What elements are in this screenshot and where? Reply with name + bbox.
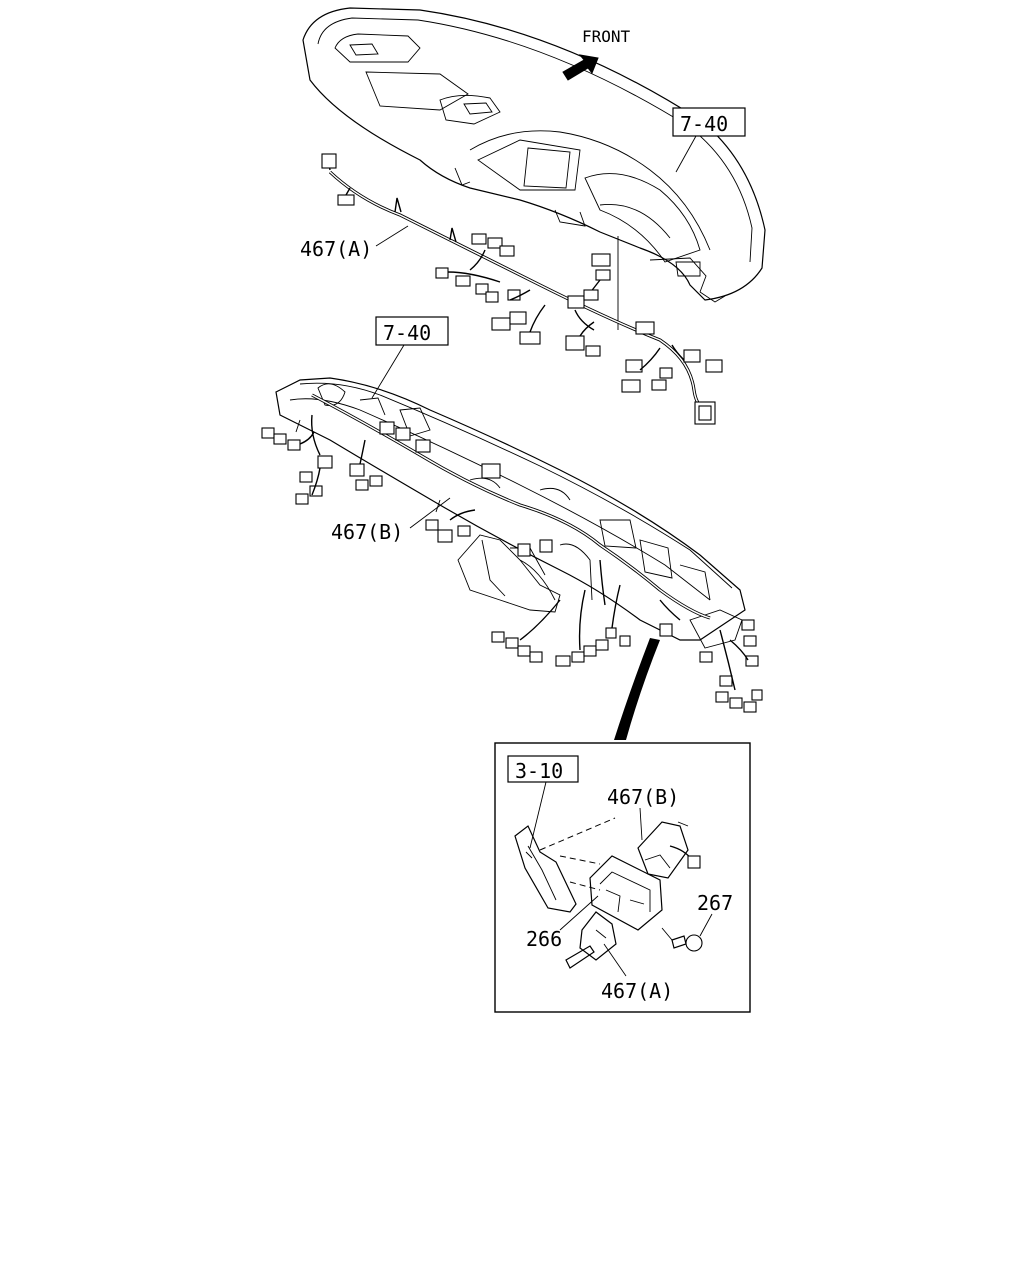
callout-harness-a-text: 467(A): [300, 237, 372, 261]
instrument-panel: [302, 7, 766, 330]
detail-inset: 3-10 467(B) 267 2: [494, 742, 751, 1013]
upper-harness: [321, 153, 723, 425]
detail-pointer: [614, 638, 660, 740]
detail-harness-b-text: 467(B): [607, 785, 679, 809]
lower-harness: [261, 393, 763, 713]
detail-bracket-text: 266: [526, 927, 562, 951]
callout-harness-b: 467(B): [331, 497, 451, 544]
crossmember-assembly: [275, 377, 746, 649]
detail-harness-a-text: 467(A): [601, 979, 673, 1003]
ref-box-upper: 7-40: [672, 107, 746, 173]
ref-lower-text: 7-40: [383, 321, 431, 345]
front-direction-indicator: FRONT: [562, 27, 631, 81]
ref-upper-text: 7-40: [680, 112, 728, 136]
callout-harness-b-text: 467(B): [331, 520, 403, 544]
ref-box-lower: 7-40: [371, 316, 449, 399]
callout-harness-a: 467(A): [300, 225, 409, 261]
front-arrow-icon: [562, 54, 599, 81]
ref-detail-text: 3-10: [515, 759, 563, 783]
front-label: FRONT: [582, 27, 631, 46]
detail-bolt-text: 267: [697, 891, 733, 915]
ref-box-detail: 3-10: [507, 755, 579, 849]
